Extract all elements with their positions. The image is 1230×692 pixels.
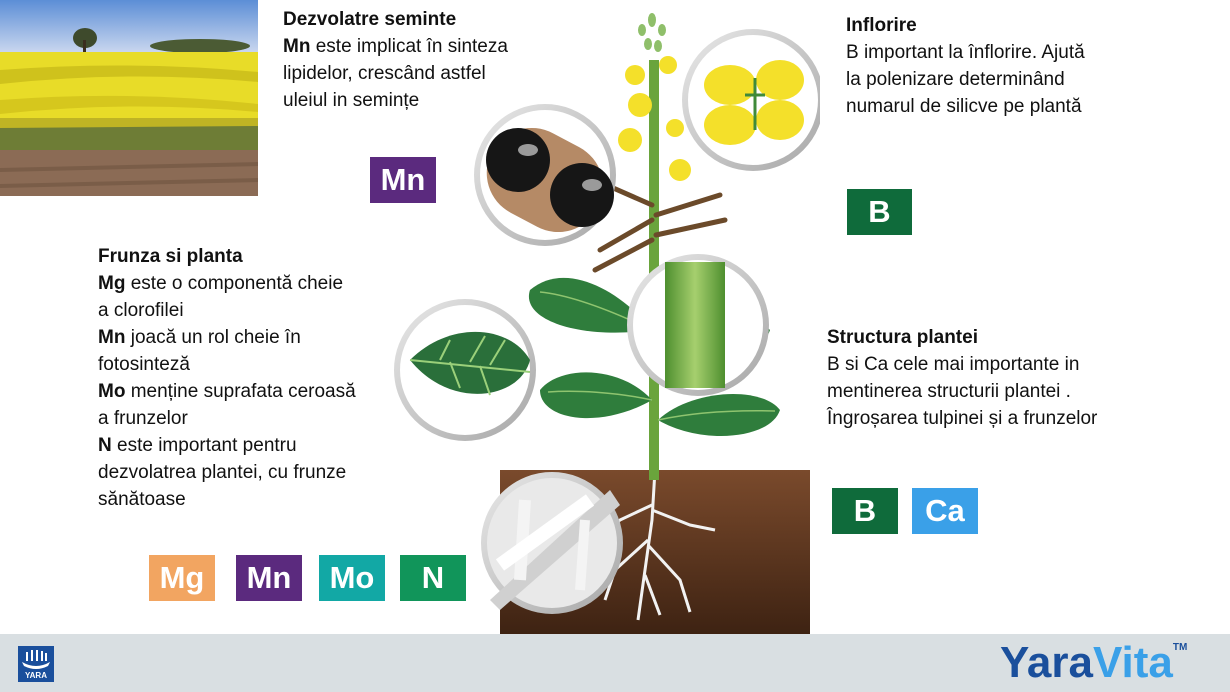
brand-trademark: TM	[1172, 642, 1188, 653]
leaf-item-element: Mg	[98, 273, 126, 294]
yara-logo-text: YARA	[25, 671, 47, 680]
leaf-magnifier	[394, 299, 536, 441]
leaf-item-text: joacă un rol cheie în fotosinteză	[98, 327, 301, 375]
rapeseed-plant-illustration	[394, 13, 820, 636]
yaravita-brand: YaraVitaTM	[1000, 638, 1187, 688]
flowering-title: Inflorire	[846, 15, 917, 36]
structure-ca-badge: Ca	[912, 488, 978, 534]
leaf-mn-badge: Mn	[236, 555, 302, 601]
stem-magnifier	[627, 254, 769, 396]
leaf-item-n: N este important pentru dezvolatrea plan…	[98, 432, 358, 513]
leaf-item-mg: Mg este o componentă cheie a clorofilei	[98, 270, 358, 324]
footer-bar: YARA YaraVitaTM	[0, 634, 1230, 692]
structure-title: Structura plantei	[827, 327, 978, 348]
leaf-section: Frunza si planta Mg este o componentă ch…	[98, 243, 358, 513]
leaf-item-text: este important pentru dezvolatrea plante…	[98, 435, 347, 510]
seeds-mn-badge: Mn	[370, 157, 436, 203]
brand-part2: Vita	[1092, 638, 1173, 687]
seeds-title: Dezvolatre seminte	[283, 9, 457, 30]
leaf-item-element: Mo	[98, 381, 126, 402]
brand-part1: Yara	[1000, 638, 1093, 687]
leaf-item-element: Mn	[98, 327, 126, 348]
flower-magnifier	[682, 29, 820, 171]
seed-pod-magnifier	[474, 104, 616, 246]
structure-b-badge: B	[832, 488, 898, 534]
leaf-mg-badge: Mg	[149, 555, 215, 601]
seeds-description: este implicat în sinteza lipidelor, cres…	[283, 36, 508, 111]
flowering-section: Inflorire B important la înflorire. Ajut…	[846, 12, 1096, 120]
structure-section: Structura plantei B si Ca cele mai impor…	[827, 324, 1117, 432]
rapeseed-field-photo	[0, 0, 258, 196]
leaf-item-mo: Mo menține suprafata ceroasă a frunzelor	[98, 378, 358, 432]
leaf-title: Frunza si planta	[98, 246, 243, 267]
flowering-text: B important la înflorire. Ajută la polen…	[846, 42, 1085, 117]
seeds-element: Mn	[283, 36, 311, 57]
seeds-section: Dezvolatre seminte Mn este implicat în s…	[283, 6, 533, 114]
seeds-text: Mn este implicat în sinteza lipidelor, c…	[283, 33, 533, 114]
leaf-n-badge: N	[400, 555, 466, 601]
leaf-mo-badge: Mo	[319, 555, 385, 601]
flowering-b-badge: B	[847, 189, 912, 235]
leaf-item-text: este o componentă cheie a clorofilei	[98, 273, 344, 321]
root-magnifier	[481, 472, 623, 614]
yara-ship-logo: YARA	[18, 646, 54, 682]
leaf-item-mn: Mn joacă un rol cheie în fotosinteză	[98, 324, 358, 378]
leaf-item-text: menține suprafata ceroasă a frunzelor	[98, 381, 356, 429]
leaf-item-element: N	[98, 435, 112, 456]
structure-text: B si Ca cele mai importante in mentinere…	[827, 354, 1098, 429]
